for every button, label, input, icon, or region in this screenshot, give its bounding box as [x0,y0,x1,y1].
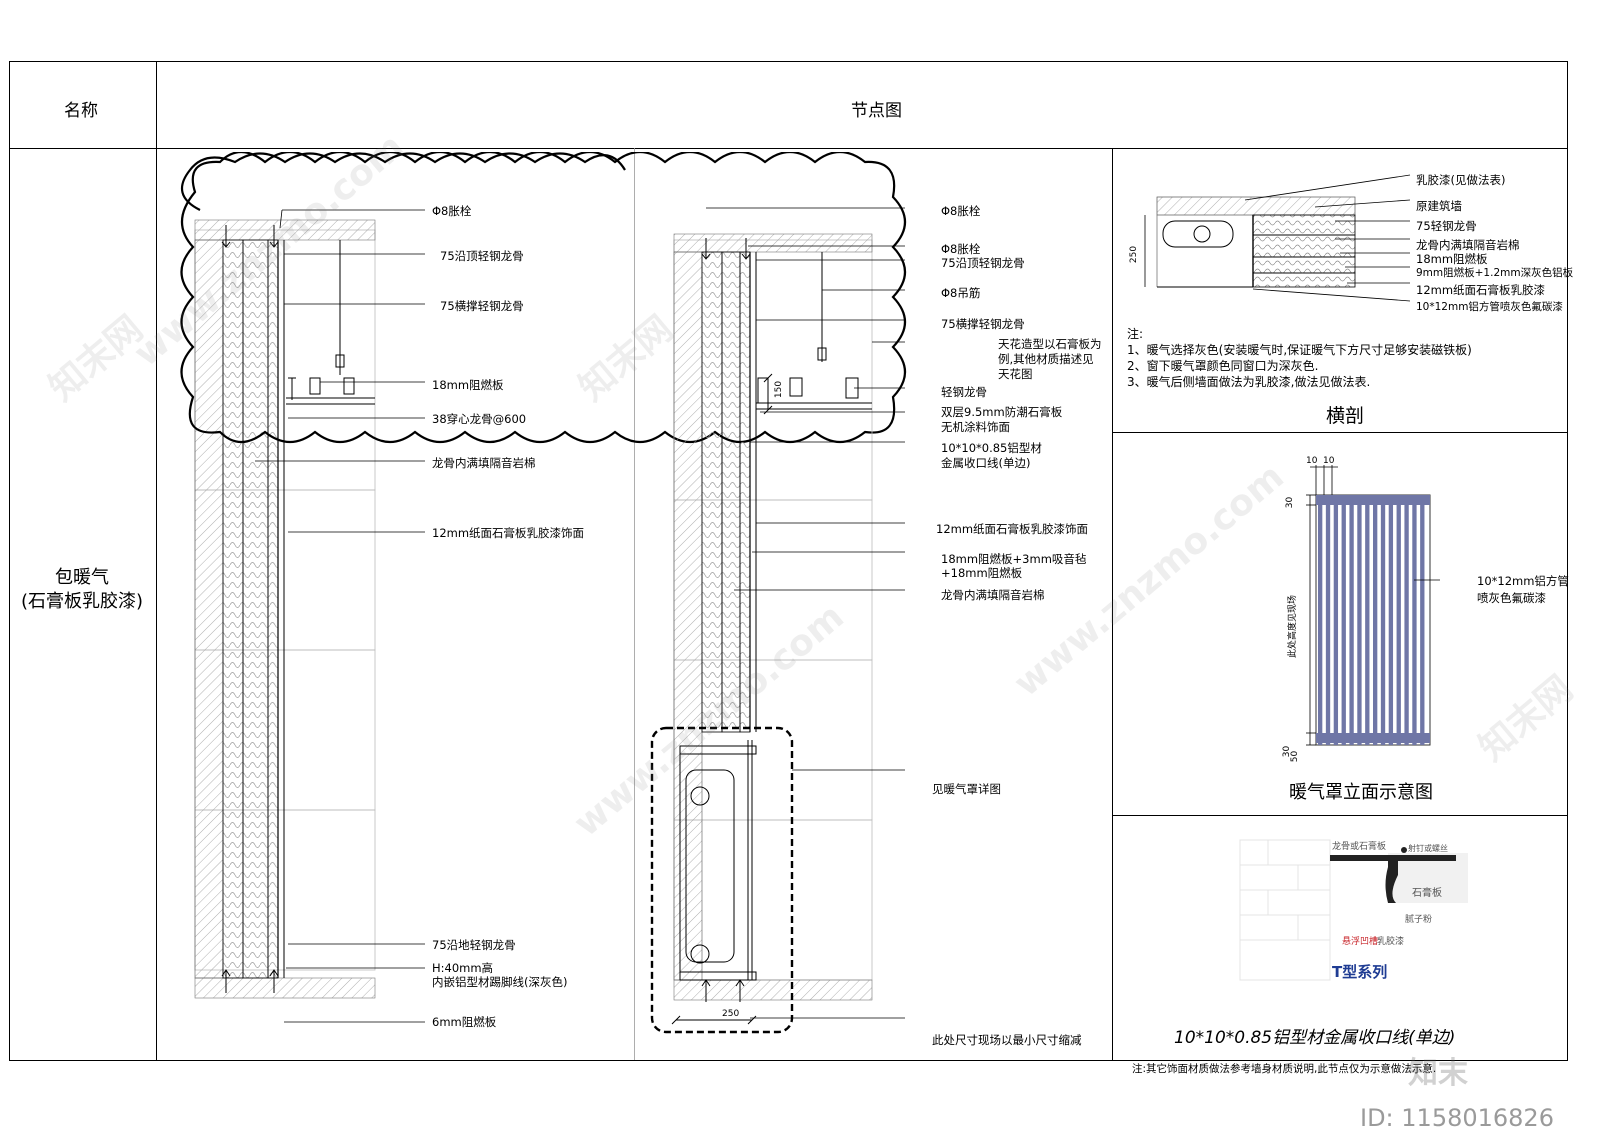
cross-dim-250: 250 [1129,245,1140,264]
left-label-channel: 38穿心龙骨@600 [432,412,527,426]
elev-label-1: 10*12mm铝方管 [1477,574,1569,588]
elevation-bar [1412,495,1417,745]
dim-250-middle: 250 [722,1009,740,1019]
t-label-gypsum: 石膏板 [1412,888,1442,899]
left-label-gypsum: 12mm纸面石膏板乳胶漆饰面 [432,526,585,540]
cross-label-gypsum: 12mm纸面石膏板乳胶漆 [1416,283,1546,297]
cross-note-1: 1、暖气选择灰色(安装暖气时,保证暖气下方尺寸足够安装磁铁板) [1127,343,1472,357]
cross-label-rockwool: 龙骨内满填隔音岩棉 [1416,238,1520,252]
elevation-bar [1420,495,1425,745]
t-label-putty: 腻子粉 [1405,915,1433,925]
cross-label-alu-panel: 9mm阻燃板+1.2mm深灰色铝板 [1416,267,1574,279]
elevation-bar [1318,495,1323,745]
elevation-bars [1318,495,1425,745]
left-label-top-track: 75沿顶轻钢龙骨 [440,249,524,263]
mid-label-fire-board-2: +18mm阻燃板 [941,566,1023,580]
t-label-groove: 悬浮凹槽 [1342,937,1379,947]
cross-section-title: 横剖 [1326,405,1365,427]
cross-label-paint: 乳胶漆(见做法表) [1416,173,1506,187]
left-label-rockwool: 龙骨内满填隔音岩棉 [432,456,536,470]
header-name-column: 名称 [64,101,98,121]
mid-label-anchor-1: Φ8胀栓 [941,204,981,218]
mid-label-trim-1: 10*10*0.85铝型材 [941,441,1042,455]
elevation-bar [1404,495,1409,745]
image-id: ID: 1158016826 [1360,1104,1554,1132]
mid-label-top-track: 75沿顶轻钢龙骨 [941,256,1025,270]
left-label-floor-track: 75沿地轻钢龙骨 [432,938,516,952]
mid-label-double-gypsum: 双层9.5mm防潮石膏板 [941,405,1063,419]
cross-section-drawing [1144,174,1411,302]
cross-notes-title: 注: [1127,327,1144,341]
elev-dim-10-a: 10 [1306,456,1318,466]
mid-label-cross-brace: 75横撑轻钢龙骨 [941,317,1025,331]
item-name-line2: (石膏板乳胶漆) [20,591,144,612]
cross-label-wall: 原建筑墙 [1416,199,1462,213]
elevation-bar [1333,495,1339,745]
elev-dim-50: 50 [1290,750,1301,763]
mid-label-ceiling-3: 天花图 [998,367,1033,381]
left-wall-section [180,152,626,1023]
mid-label-hanger: Φ8吊筋 [941,286,981,300]
elev-dim-10-b: 10 [1323,456,1335,466]
cross-notes: 注: 1、暖气选择灰色(安装暖气时,保证暖气下方尺寸足够安装磁铁板) 2、窗下暖… [1127,326,1472,390]
mid-label-rockwool: 龙骨内满填隔音岩棉 [941,588,1045,602]
left-label-anchor: Φ8胀栓 [432,204,472,218]
t-label-paint: 乳胶漆 [1377,937,1405,947]
item-name: 包暖气 (石膏板乳胶漆) [8,566,156,614]
mid-label-steel-keel: 轻钢龙骨 [941,385,987,399]
elevation-bar [1388,495,1394,745]
middle-wall-section [650,207,905,1034]
elevation-bar [1365,495,1370,745]
revision-cloud [180,152,626,211]
mid-label-ceiling-1: 天花造型以石膏板为 [998,337,1102,351]
elev-dim-30-top: 30 [1285,496,1296,509]
elevation-bar [1357,495,1362,745]
elev-label-2: 喷灰色氟碳漆 [1477,591,1546,605]
cross-label-tube: 10*12mm铝方管喷灰色氟碳漆 [1416,301,1563,313]
mid-label-trim-2: 金属收口线(单边) [941,456,1031,470]
elevation-bar [1341,495,1346,745]
mid-label-dimension-note: 此处尺寸现场以最小尺寸缩减 [932,1033,1082,1047]
mid-label-gypsum: 12mm纸面石膏板乳胶漆饰面 [936,522,1089,536]
t-profile-caption: 10*10*0.85铝型材金属收口线(单边) [1174,1028,1456,1048]
left-label-cross-brace: 75横撑轻钢龙骨 [440,299,524,313]
t-profile-drawing [1239,839,1468,981]
revision-cloud-outline [180,152,907,444]
cross-note-3: 3、暖气后侧墙面做法为乳胶漆,做法见做法表. [1127,375,1371,389]
left-label-skirting: 内嵌铝型材踢脚线(深灰色) [432,975,568,989]
mid-label-coating: 无机涂料饰面 [941,420,1010,434]
elevation-title: 暖气罩立面示意图 [1289,782,1433,803]
elevation-bar [1373,495,1378,745]
left-label-fire-board: 18mm阻燃板 [432,378,504,392]
cross-note-2: 2、窗下暖气罩颜色同窗口为深灰色. [1127,359,1319,373]
elev-side-text: 此处高度见现场 [1288,594,1299,659]
elevation-bar [1325,495,1331,745]
elevation-bar [1380,495,1386,745]
elevation-bar [1349,495,1354,745]
watermark-logo: 知末 [1408,1056,1468,1091]
left-label-height: H:40mm高 [432,961,494,975]
item-name-line1: 包暖气 [55,567,109,588]
cross-label-keel: 75轻钢龙骨 [1416,219,1477,233]
t-series-title: T型系列 [1332,963,1388,981]
t-label-nail: 射钉或螺丝 [1408,844,1448,853]
left-label-6mm-board: 6mm阻燃板 [432,1015,497,1029]
mid-label-radiator-ref: 见暖气罩详图 [932,782,1001,796]
mid-label-ceiling-2: 例,其他材质描述见 [998,352,1094,366]
footer-note: 注:其它饰面材质做法参考墙身材质说明,此节点仅为示意做法示意. [1132,1063,1437,1075]
mid-label-fire-board-1: 18mm阻燃板+3mm吸音毡 [941,552,1087,566]
mid-label-anchor-2: Φ8胀栓 [941,242,981,256]
radiator-detail-outline [650,726,794,1034]
elevation-bar [1396,495,1401,745]
elevation-drawing [1306,465,1440,746]
cross-label-fire-board: 18mm阻燃板 [1416,252,1488,266]
header-diagram-column: 节点图 [851,101,902,121]
dim-150: 150 [774,380,785,399]
t-label-keel: 龙骨或石膏板 [1332,842,1387,852]
